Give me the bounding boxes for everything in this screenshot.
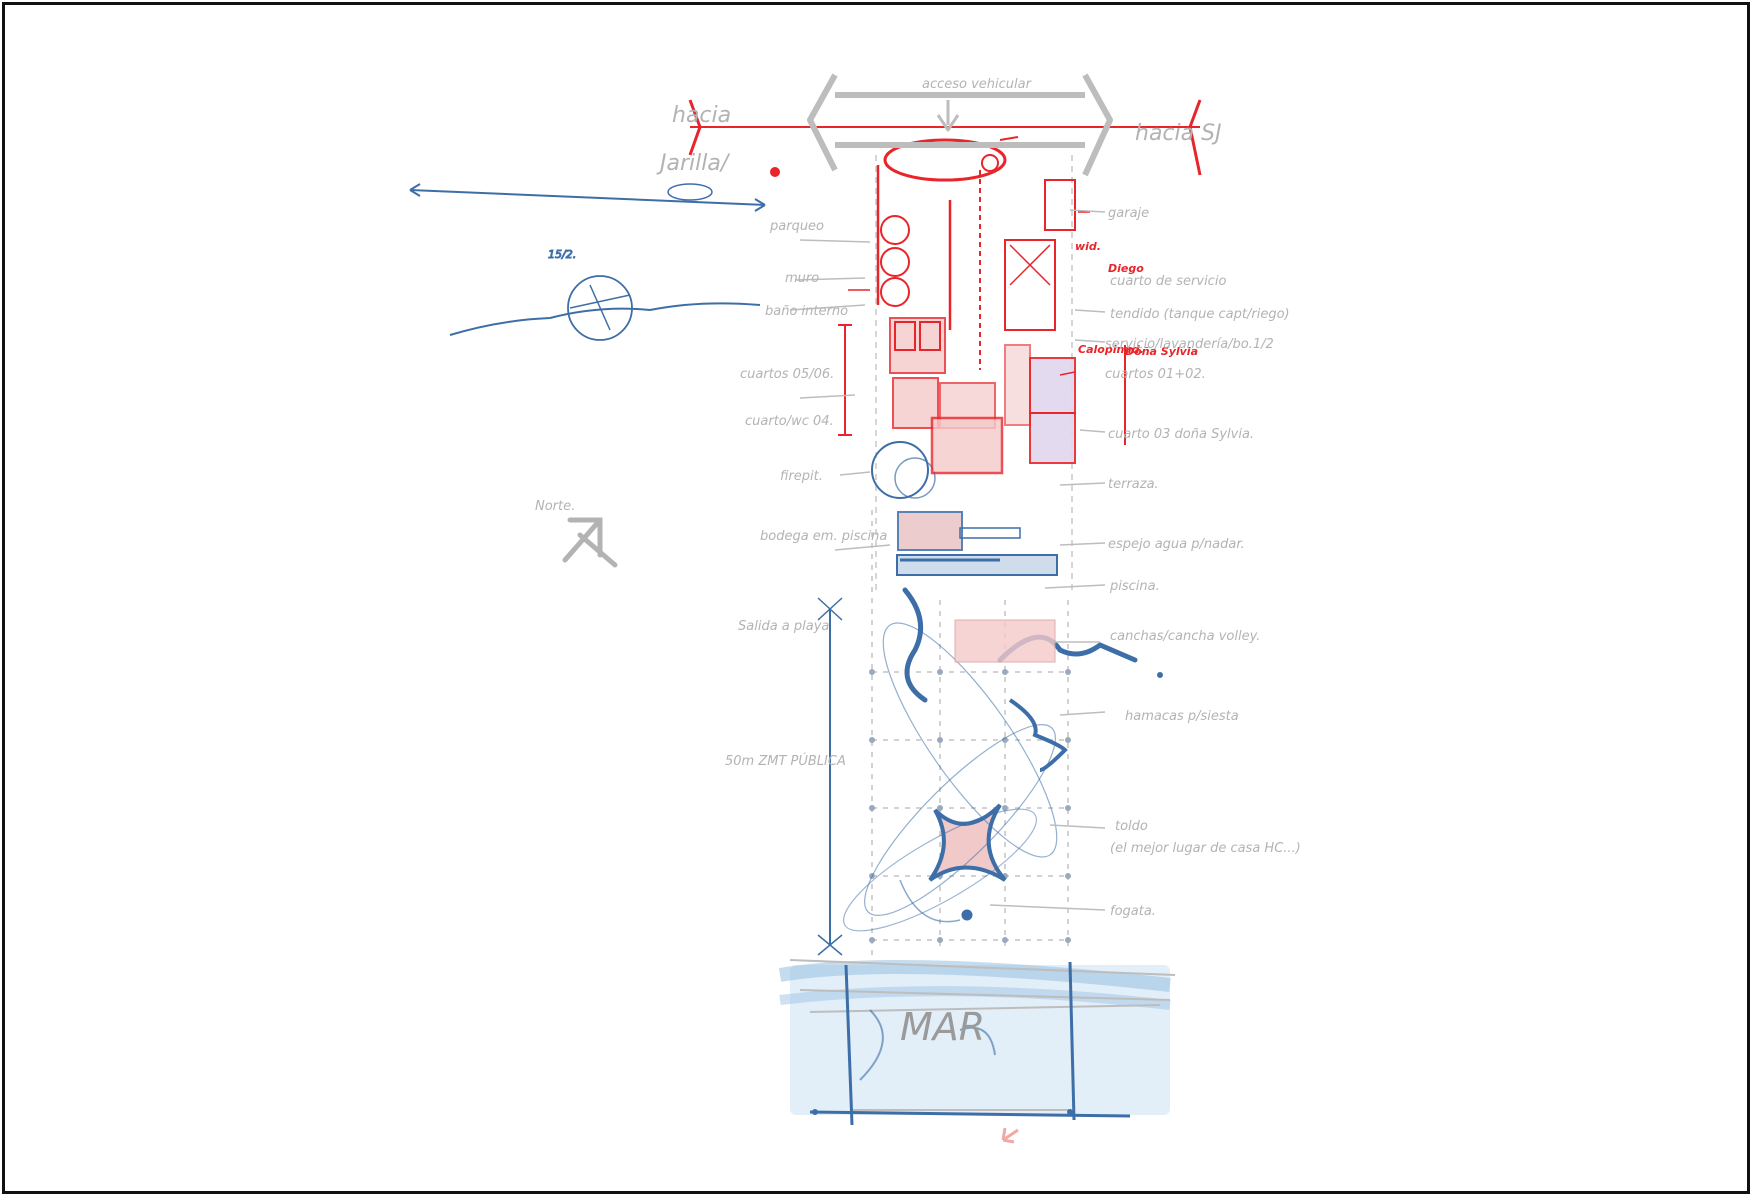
bottom-arrow bbox=[1001, 1127, 1019, 1144]
label-canchas: canchas/cancha volley. bbox=[1110, 629, 1260, 644]
north-arrow bbox=[562, 517, 618, 568]
grey-access-arrows bbox=[807, 73, 1113, 177]
label-tendido: tendido (tanque capt/riego) bbox=[1110, 307, 1290, 322]
label-acceso: acceso vehicular bbox=[922, 77, 1033, 92]
label-toldo-sub: (el mejor lugar de casa HC...) bbox=[1110, 841, 1301, 856]
blue-landscape: 15/2. bbox=[409, 183, 1163, 956]
red-note-dona: Doña Sylvia bbox=[1125, 345, 1198, 358]
label-firepit: firepit. bbox=[780, 469, 823, 484]
label-cuartos-0102: cuartos 01+02. bbox=[1105, 367, 1206, 382]
label-cuarto-servicio: cuarto de servicio bbox=[1110, 274, 1226, 289]
label-zmt: 50m ZMT PÚBLICA bbox=[725, 753, 846, 769]
label-espejo: espejo agua p/nadar. bbox=[1108, 537, 1245, 552]
label-muro: muro bbox=[785, 271, 819, 286]
label-piscina: piscina. bbox=[1109, 579, 1160, 594]
label-parqueo: parqueo bbox=[769, 219, 824, 234]
label-toldo: toldo bbox=[1115, 819, 1148, 834]
label-jarilla: Jarilla/ bbox=[656, 151, 731, 176]
label-norte: Norte. bbox=[535, 499, 575, 514]
red-note-wid: wid. bbox=[1075, 240, 1101, 253]
label-bano-interno: baño interno bbox=[765, 304, 848, 319]
label-fogata: fogata. bbox=[1110, 904, 1156, 919]
label-cuartos-0506: cuartos 05/06. bbox=[740, 367, 834, 382]
label-cuarto-03: cuarto 03 doña Sylvia. bbox=[1108, 427, 1254, 442]
label-hamacas: hamacas p/siesta bbox=[1125, 709, 1239, 724]
red-note-calopinad: Calopinad. bbox=[1078, 343, 1144, 356]
label-hacia-right: hacia SJ bbox=[1135, 121, 1222, 146]
label-bodega: bodega em. piscina bbox=[760, 529, 887, 544]
scale-note: 15/2. bbox=[548, 248, 576, 261]
red-floorplan bbox=[688, 99, 1202, 475]
label-servicio-lav: servicio/lavandería/bo.1/2 bbox=[1105, 337, 1274, 352]
label-salida: Salida a playa bbox=[738, 619, 829, 634]
sea-area: MAR bbox=[778, 959, 1176, 1126]
label-terraza: terraza. bbox=[1108, 477, 1159, 492]
sea-label: MAR bbox=[900, 1005, 985, 1049]
label-hacia-left: hacia bbox=[672, 103, 731, 128]
leader-lines bbox=[789, 209, 1106, 911]
red-note-diego: Diego bbox=[1108, 262, 1144, 275]
label-garaje: garaje bbox=[1108, 206, 1149, 221]
volley-court bbox=[954, 619, 1056, 663]
grid-dots bbox=[869, 669, 1071, 943]
label-cuarto-04: cuarto/wc 04. bbox=[745, 414, 834, 429]
